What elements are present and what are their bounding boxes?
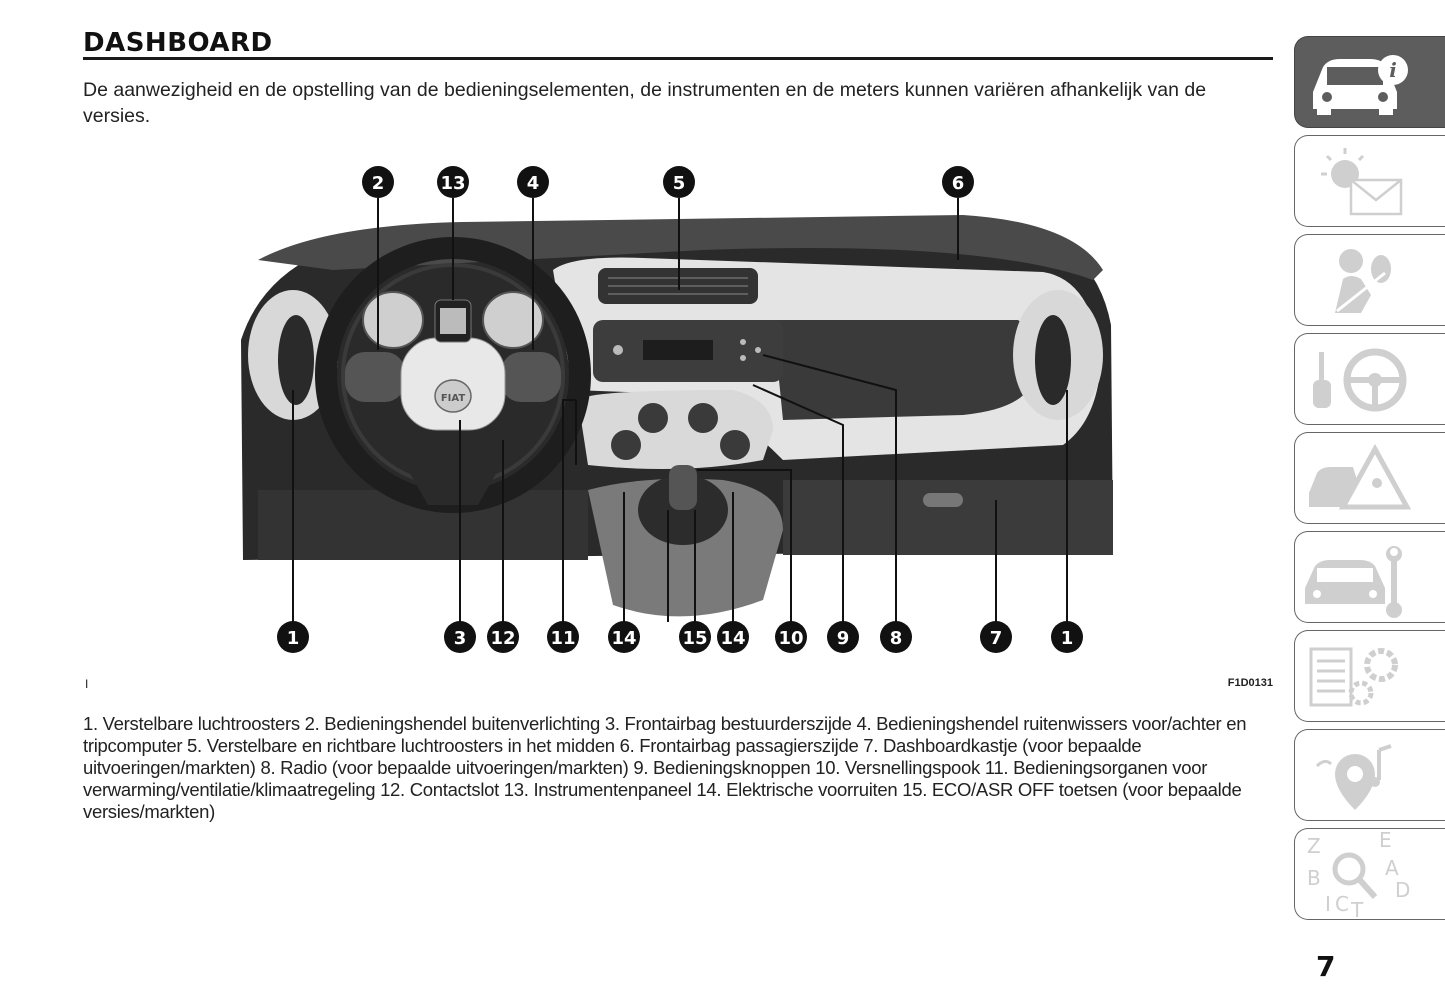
svg-text:D: D bbox=[1395, 878, 1410, 902]
car-maintenance-icon bbox=[1295, 532, 1445, 624]
svg-text:A: A bbox=[1385, 856, 1399, 880]
tab-maintenance[interactable] bbox=[1294, 531, 1445, 623]
key-steering-wheel-icon bbox=[1295, 334, 1445, 426]
technical-data-icon bbox=[1295, 631, 1445, 723]
figure-marker: I bbox=[85, 677, 88, 691]
callout-label: 3 bbox=[454, 628, 467, 649]
callout-label: 10 bbox=[778, 628, 803, 649]
svg-text:FIAT: FIAT bbox=[441, 393, 466, 404]
svg-text:C: C bbox=[1335, 892, 1349, 916]
warning-lights-messages-icon bbox=[1295, 136, 1445, 228]
tab-car-info[interactable]: i bbox=[1294, 36, 1445, 128]
callout-label: 1 bbox=[287, 628, 300, 649]
tab-safety[interactable] bbox=[1294, 234, 1445, 326]
multimedia-icon bbox=[1295, 730, 1445, 822]
callouts-top: 2 13 4 5 6 bbox=[362, 166, 974, 198]
callout-label: 8 bbox=[890, 628, 903, 649]
callout-label: 1 bbox=[1061, 628, 1074, 649]
callout-label: 4 bbox=[527, 173, 540, 194]
car-info-icon: i bbox=[1295, 37, 1445, 129]
svg-text:i: i bbox=[1389, 58, 1397, 82]
intro-text: De aanwezigheid en de opstelling van de … bbox=[83, 77, 1273, 129]
svg-text:T: T bbox=[1350, 898, 1364, 921]
tab-multimedia[interactable] bbox=[1294, 729, 1445, 821]
callouts-bottom: 1 3 12 11 14 15 14 10 9 8 7 1 bbox=[277, 621, 1083, 653]
tab-starting-driving[interactable] bbox=[1294, 333, 1445, 425]
dashboard-drawing: FIAT 2 bbox=[83, 160, 1273, 670]
figure-caption: 1. Verstelbare luchtroosters 2. Bedienin… bbox=[83, 713, 1273, 823]
callout-label: 11 bbox=[550, 628, 575, 649]
tab-technical-data[interactable] bbox=[1294, 630, 1445, 722]
callout-label: 6 bbox=[952, 173, 965, 194]
figure-code: F1D0131 bbox=[1228, 677, 1273, 689]
safety-airbag-icon bbox=[1295, 235, 1445, 327]
callout-label: 14 bbox=[720, 628, 745, 649]
dashboard-illustration: FIAT 2 bbox=[83, 160, 1273, 670]
page-number: 7 bbox=[1316, 950, 1335, 983]
svg-text:B: B bbox=[1307, 866, 1321, 890]
tab-emergency[interactable] bbox=[1294, 432, 1445, 524]
svg-text:E: E bbox=[1379, 829, 1392, 852]
callout-label: 13 bbox=[440, 173, 465, 194]
callout-label: 14 bbox=[611, 628, 636, 649]
callout-label: 12 bbox=[490, 628, 515, 649]
callout-label: 5 bbox=[673, 173, 686, 194]
heading-rule bbox=[83, 57, 1273, 60]
svg-text:I: I bbox=[1325, 892, 1331, 916]
emergency-warning-icon bbox=[1295, 433, 1445, 525]
callout-label: 7 bbox=[990, 628, 1003, 649]
svg-text:Z: Z bbox=[1307, 834, 1321, 858]
tab-warning-lights-messages[interactable] bbox=[1294, 135, 1445, 227]
section-heading: DASHBOARD bbox=[83, 28, 273, 58]
callout-label: 2 bbox=[372, 173, 385, 194]
callout-label: 15 bbox=[682, 628, 707, 649]
callout-label: 9 bbox=[837, 628, 850, 649]
